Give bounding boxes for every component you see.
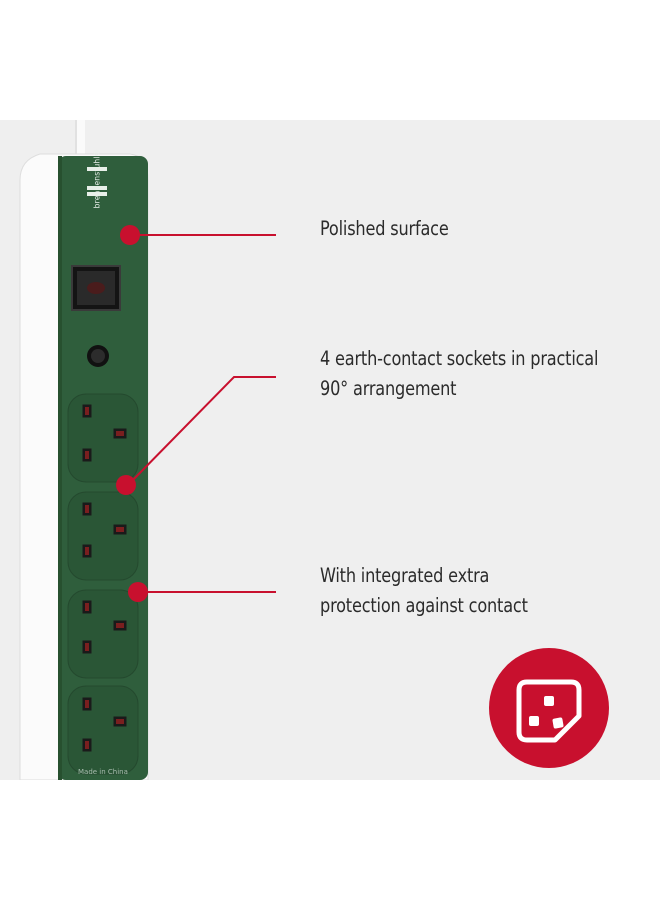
feature-contact-protection: With integrated extra protection against… <box>320 564 528 617</box>
feature-polished-surface: Polished surface <box>320 217 449 240</box>
power-strip-image <box>19 120 276 780</box>
uk-socket-icon <box>489 648 609 768</box>
product-panel: brennenstuhl® Made in China Polished sur… <box>0 120 660 780</box>
product-marking: Made in China <box>78 768 128 776</box>
feature-earth-contact-sockets: 4 earth-contact sockets in practical 90°… <box>320 347 599 400</box>
